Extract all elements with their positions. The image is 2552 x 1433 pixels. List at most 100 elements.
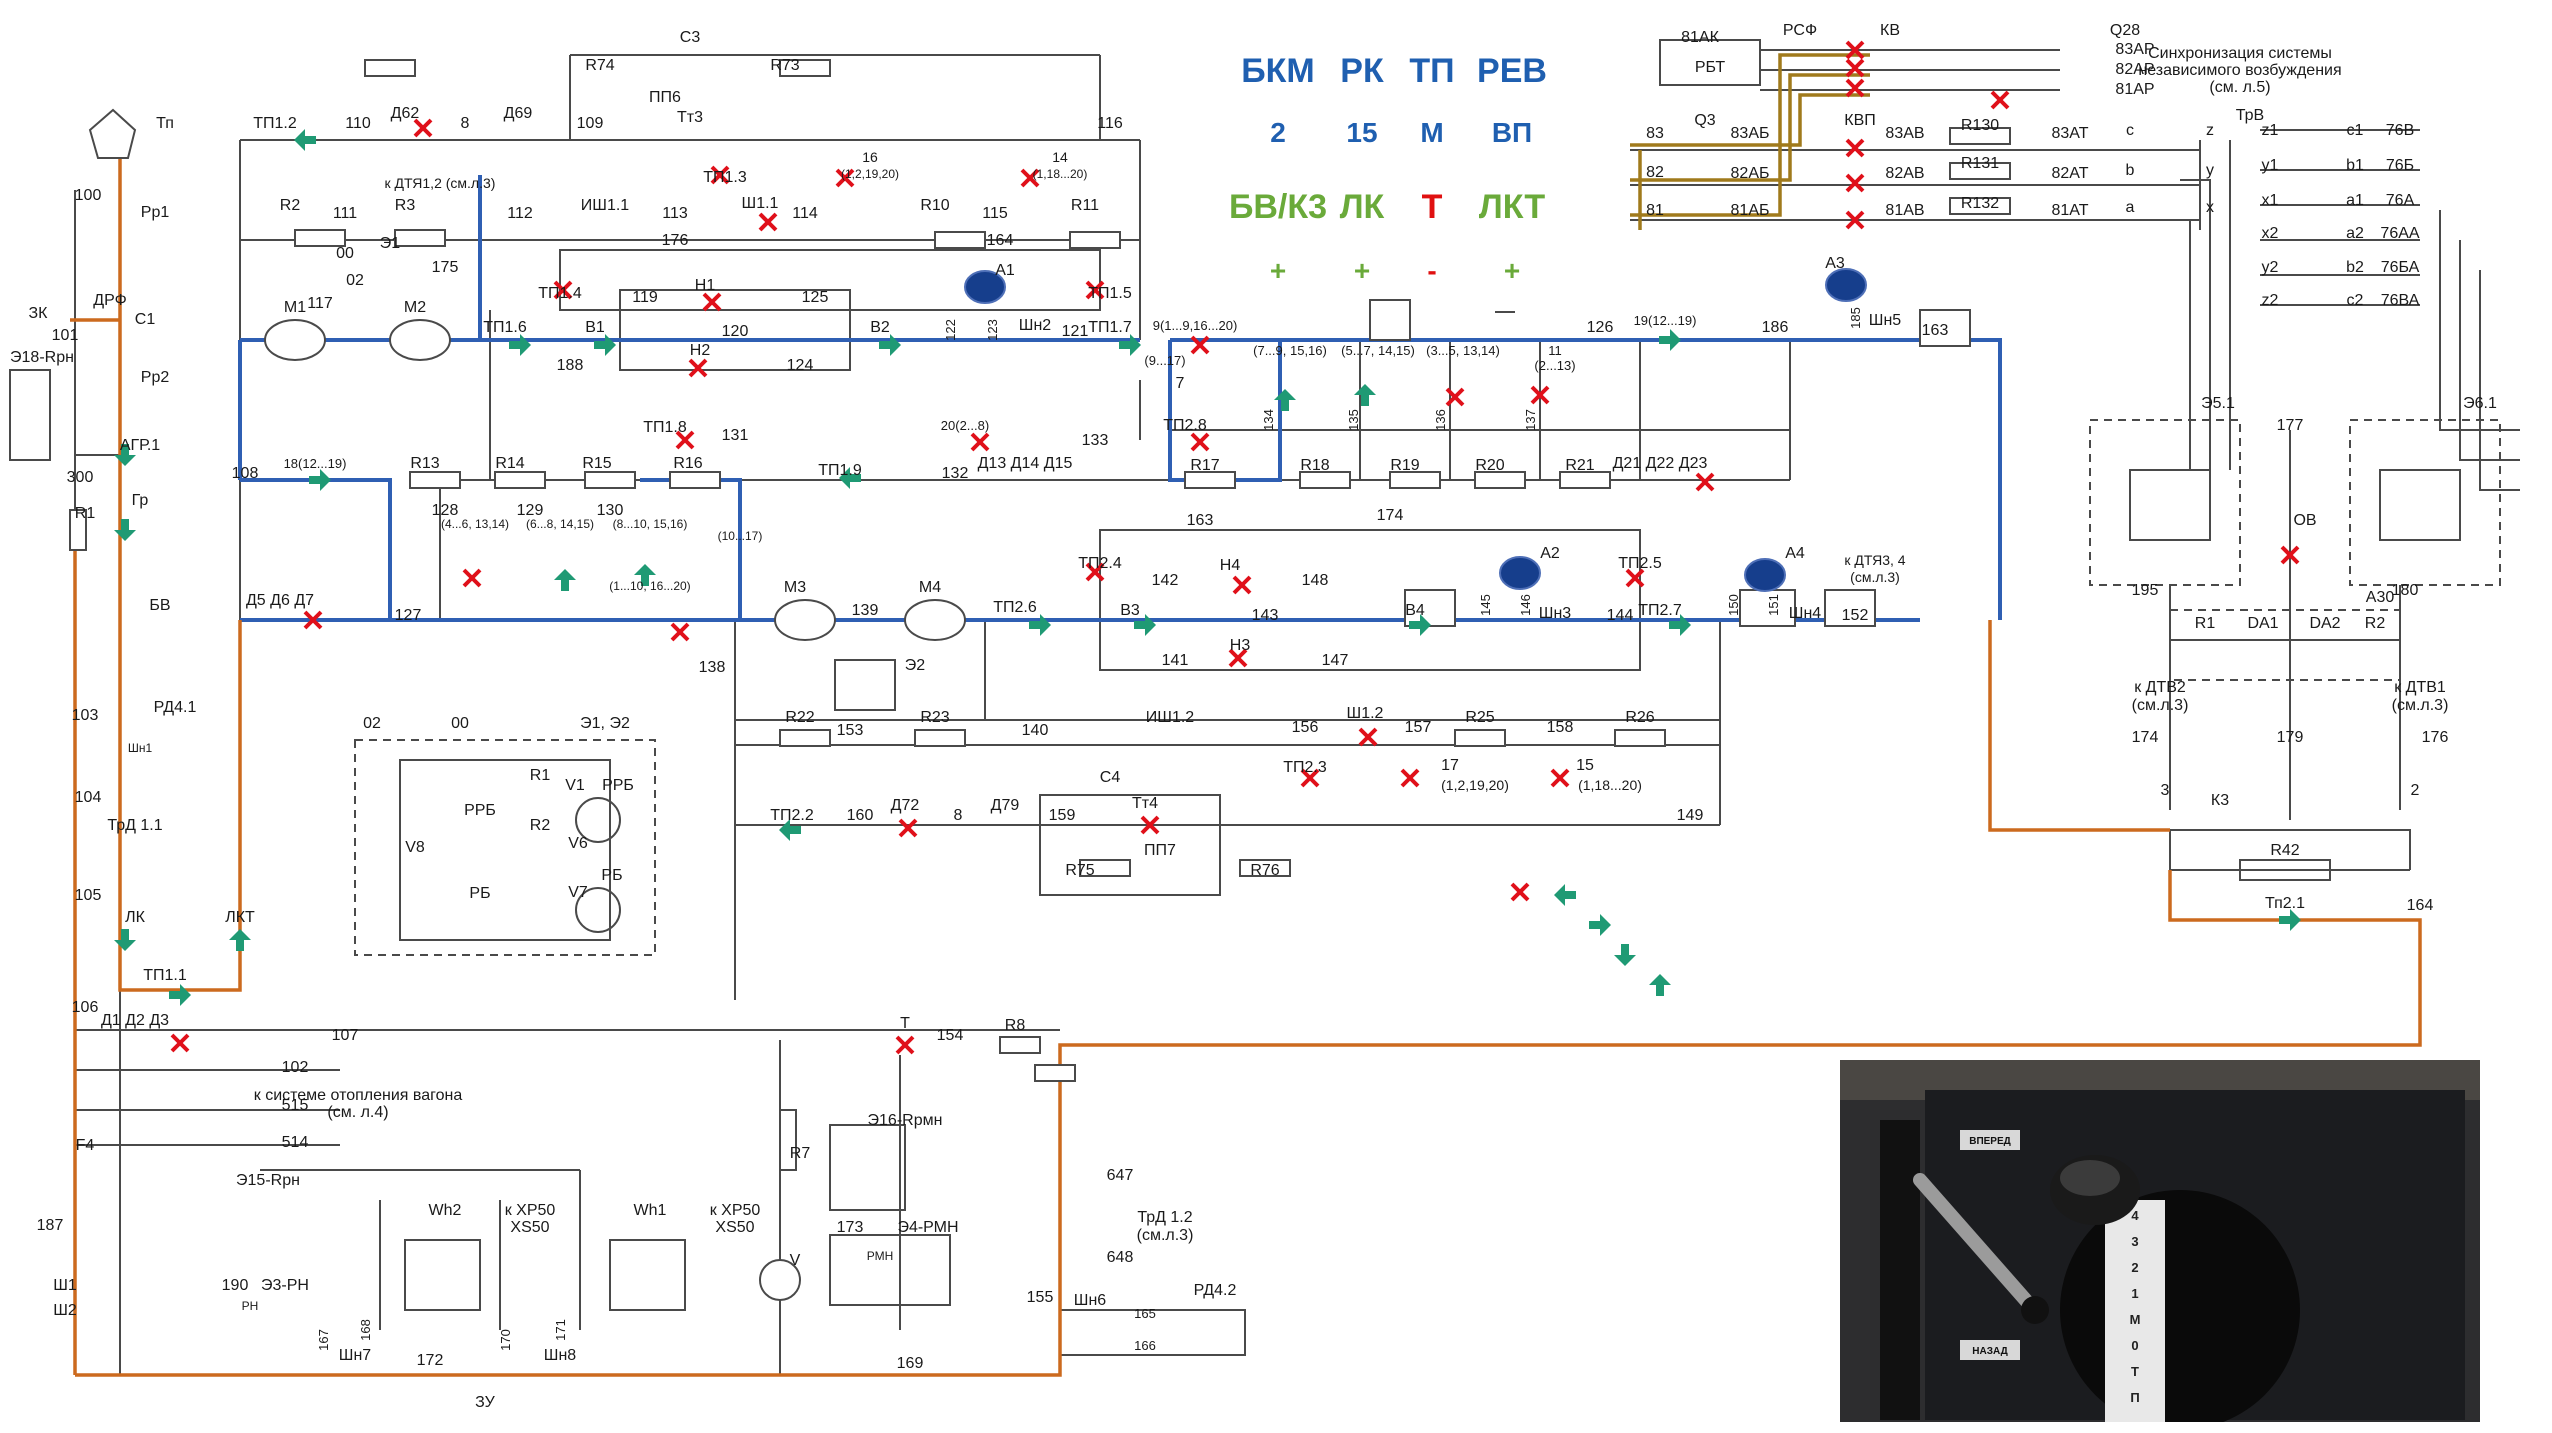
label-sh2: Ш2	[53, 1302, 77, 1319]
label-l647: 647	[1107, 1167, 1134, 1184]
open-contact-mark	[1990, 90, 2010, 110]
scale-mark: Т	[2131, 1364, 2139, 1379]
indicator-row2-1: 15	[1346, 117, 1377, 148]
label-l113: 113	[662, 205, 688, 222]
label-tp13: ТП1.3	[703, 169, 747, 186]
reverser-handle[interactable]	[1913, 1173, 2037, 1312]
label-r21: R21	[1565, 457, 1594, 474]
scale-mark: 1	[2131, 1286, 2138, 1301]
label-l100: 100	[75, 187, 102, 204]
forward-label: ВПЕРЕД	[1969, 1136, 2011, 1147]
label-rb2: РБ	[601, 867, 622, 884]
label-det02: 02	[363, 715, 381, 732]
label-e3: Э3-РН	[261, 1277, 309, 1294]
label-l134: 134	[1261, 409, 1276, 431]
open-contact-mark	[462, 568, 482, 588]
current-arrow-r	[1669, 614, 1691, 636]
label-d69: Д69	[504, 105, 533, 122]
label-l104: 104	[75, 789, 102, 806]
label-pp1: Рр1	[141, 204, 170, 221]
open-contact-mark	[1695, 472, 1715, 492]
label-r10: R10	[920, 197, 949, 214]
label-q28: Q28	[2110, 22, 2140, 39]
label-z1: z1	[2262, 122, 2279, 139]
label-dtv2: к ДТВ2	[2134, 679, 2186, 696]
label-r19: R19	[1390, 457, 1419, 474]
label-l107: 107	[332, 1027, 359, 1044]
label-n16: 16	[862, 149, 878, 165]
label-dr2: R2	[530, 817, 551, 834]
label-r14: R14	[495, 455, 524, 472]
label-l176b: 176	[2422, 729, 2449, 746]
label-a1w: a1	[2346, 192, 2364, 209]
label-e4: Э4-РМН	[897, 1219, 958, 1236]
label-pp2: Рр2	[141, 369, 170, 386]
label-v6: V6	[568, 835, 588, 852]
current-arrow-u	[229, 929, 251, 951]
label-pp6: ПП6	[649, 89, 681, 106]
current-arrow-u	[634, 564, 656, 586]
label-l148: 148	[1302, 572, 1329, 589]
label-da2: DA2	[2309, 615, 2340, 632]
label-l164b: 164	[2407, 897, 2434, 914]
label-tp22: ТП2.2	[770, 807, 814, 824]
current-arrow-r	[169, 984, 191, 1006]
label-l114: 114	[792, 205, 818, 222]
current-arrow-r	[1589, 914, 1611, 936]
scale-mark: 0	[2131, 1338, 2138, 1353]
label-l160: 160	[847, 807, 874, 824]
label-n14: 14	[1052, 149, 1068, 165]
label-a30: А30	[2366, 589, 2395, 606]
label-l120: 120	[722, 323, 749, 340]
label-b2: В2	[870, 319, 890, 336]
label-l300: 300	[67, 469, 94, 486]
open-contact-mark	[1845, 210, 1865, 230]
label-l174: 174	[1377, 507, 1404, 524]
label-l00: 00	[336, 245, 354, 262]
open-contact-mark	[1845, 40, 1865, 60]
open-contact-mark	[1140, 815, 1160, 835]
label-n3: (5...7, 14,15)	[1341, 343, 1415, 358]
label-dtya34s: (см.л.3)	[1850, 569, 1900, 585]
open-contact-mark	[1232, 575, 1252, 595]
label-l648: 648	[1107, 1249, 1134, 1266]
label-l8b: 8	[954, 807, 963, 824]
label-xp50a: к ХР50	[505, 1202, 556, 1219]
open-contact-mark	[970, 432, 990, 452]
label-shn2: Шн2	[1019, 317, 1052, 334]
label-l172: 172	[417, 1352, 444, 1369]
label-l110: 110	[345, 115, 371, 132]
current-arrow-u	[554, 569, 576, 591]
label-wh1: Wh1	[634, 1202, 667, 1219]
reverser-knob[interactable]	[2021, 1296, 2049, 1324]
label-l168: 168	[358, 1319, 373, 1341]
open-contact-mark	[1845, 138, 1865, 158]
label-b4: В4	[1405, 602, 1425, 619]
label-tp23: ТП2.3	[1283, 759, 1327, 776]
label-e2: Э2	[905, 657, 926, 674]
label-r130: R130	[1961, 117, 1999, 134]
label-v8: V8	[405, 839, 425, 856]
label-v7: V7	[568, 884, 588, 901]
label-l103: 103	[72, 707, 99, 724]
label-l122: 122	[943, 319, 958, 341]
label-r76: R76	[1250, 862, 1279, 879]
label-l8a: 8	[461, 115, 470, 132]
indicator-row1-0: БКМ	[1241, 52, 1315, 90]
label-tp11: ТП1.1	[143, 967, 187, 984]
label-n2: (4...6, 13,14)	[441, 517, 509, 531]
scale-mark: 4	[2131, 1208, 2139, 1223]
indicator-row3-2: Т	[1422, 188, 1443, 226]
label-l141: 141	[1162, 652, 1189, 669]
label-ak81: 81АК	[1681, 29, 1719, 46]
label-l515: 515	[282, 1097, 309, 1114]
forward-plate	[1960, 1130, 2020, 1150]
label-sh11: Ш1.1	[742, 195, 779, 212]
label-x_: x	[2206, 199, 2214, 216]
label-trd12: ТрД 1.2	[1137, 1209, 1192, 1226]
open-contact-mark	[170, 1033, 190, 1053]
open-contact-mark	[1020, 168, 1040, 188]
current-arrow-r	[1119, 334, 1141, 356]
label-k3: К3	[2211, 792, 2229, 809]
label-l101: 101	[52, 327, 79, 344]
